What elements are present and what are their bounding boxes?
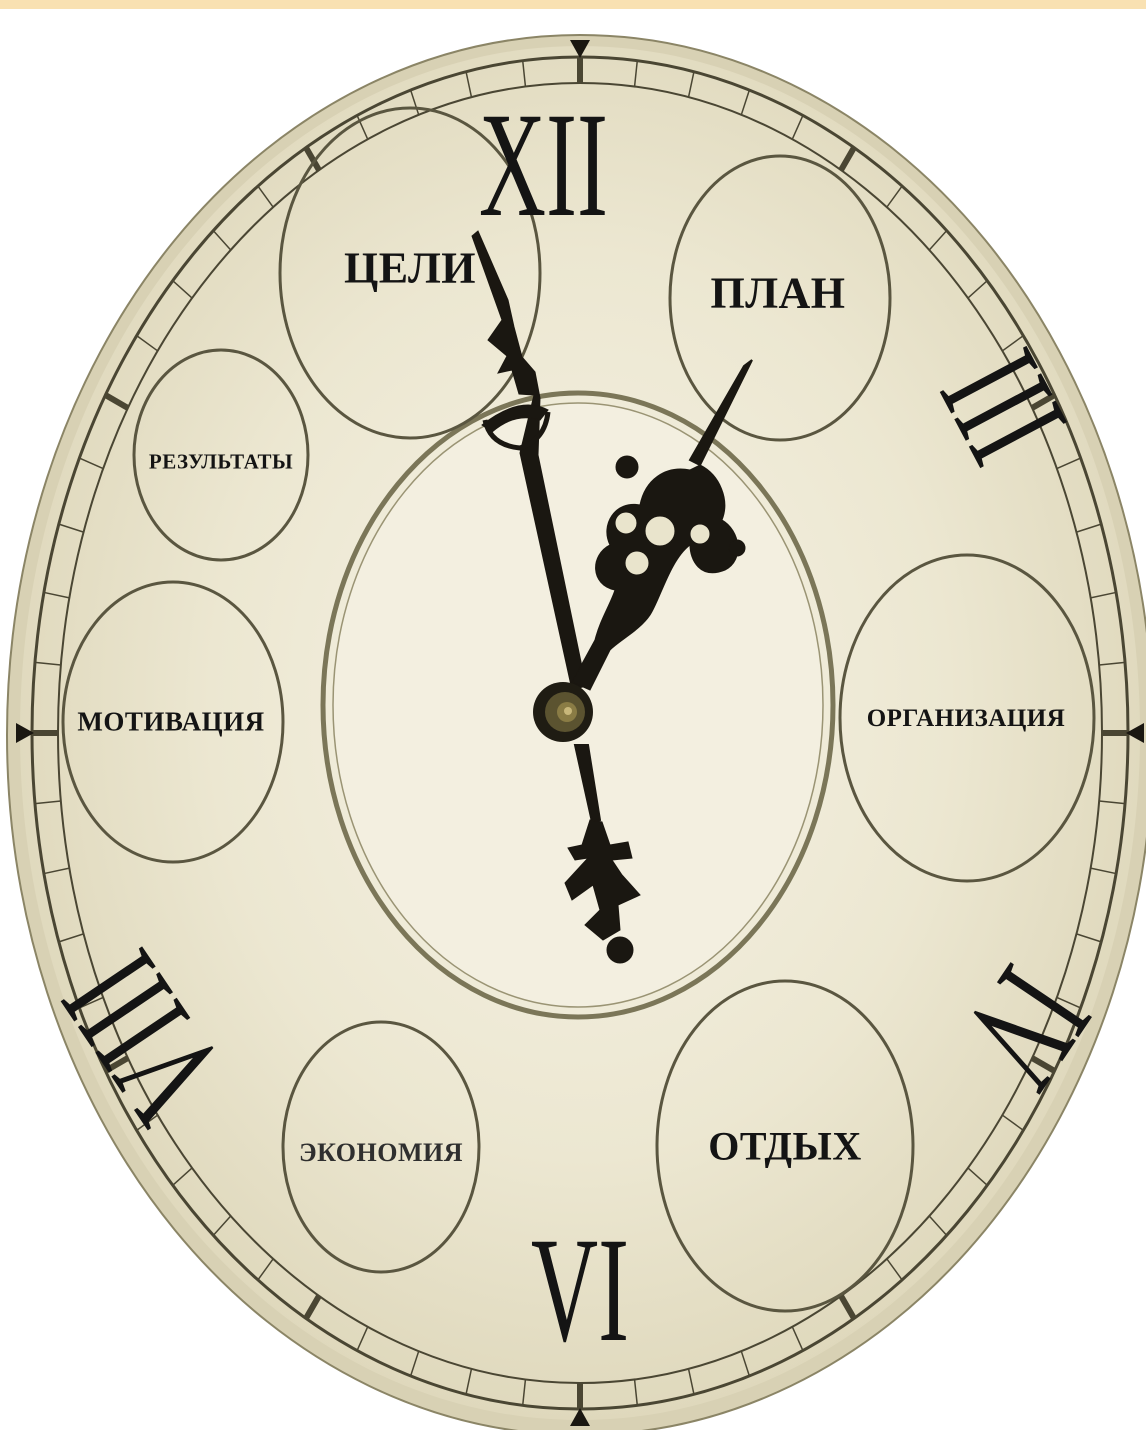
center-pin-icon (533, 682, 593, 742)
label-motivation: МОТИВАЦИЯ (77, 707, 264, 738)
numeral-twelve: XII (479, 82, 608, 248)
label-rest: ОТДЫХ (708, 1123, 861, 1170)
label-results: РЕЗУЛЬТАТЫ (149, 450, 293, 475)
numeral-six: VI (531, 1207, 629, 1373)
label-organization: ОРГАНИЗАЦИЯ (867, 705, 1066, 733)
label-goals: ЦЕЛИ (344, 243, 476, 294)
label-plan: ПЛАН (710, 268, 845, 319)
label-economy: ЭКОНОМИЯ (299, 1138, 463, 1168)
